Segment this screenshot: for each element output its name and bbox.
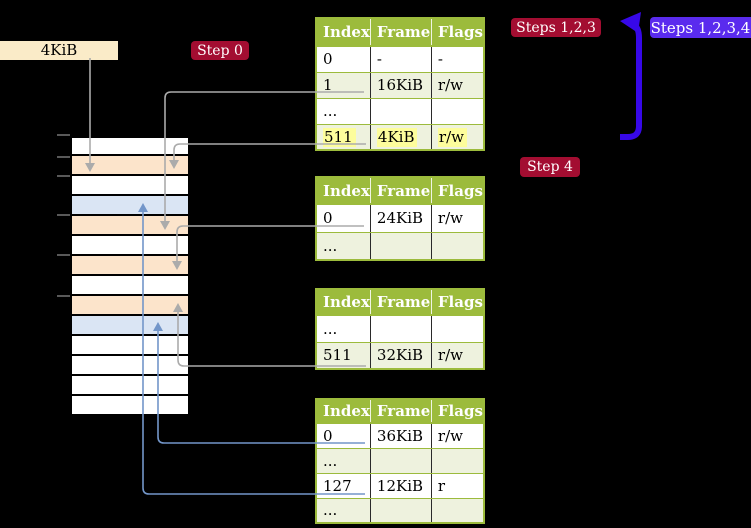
table-cell bbox=[431, 315, 484, 343]
table-row: ... bbox=[316, 315, 484, 343]
table-row: 511 4KiB r/w bbox=[316, 124, 484, 151]
column-header: Frame bbox=[370, 177, 432, 205]
table-cell: 16KiB bbox=[370, 72, 432, 99]
table-cell bbox=[431, 232, 484, 261]
table-row: 0-- bbox=[316, 46, 484, 73]
arrowhead-icon bbox=[620, 12, 641, 33]
table-cell bbox=[370, 98, 432, 125]
column-header: Frame bbox=[370, 399, 432, 424]
table-cell: r/w bbox=[431, 423, 484, 449]
table-cell: - bbox=[431, 46, 484, 73]
table-cell: r/w bbox=[431, 204, 484, 233]
column-header: Index bbox=[316, 177, 371, 205]
table-cell bbox=[370, 498, 432, 524]
table-row: ... bbox=[316, 98, 484, 125]
table-cell: 0 bbox=[316, 46, 371, 73]
table-cell: ... bbox=[316, 448, 371, 474]
table-cell: ... bbox=[316, 232, 371, 261]
table-cell: 4KiB bbox=[370, 124, 432, 151]
memory-frame-row bbox=[70, 196, 190, 216]
step-0-badge: Step 0 bbox=[191, 41, 249, 60]
table-cell: r/w bbox=[431, 72, 484, 99]
table-cell: 0 bbox=[316, 204, 371, 233]
column-header: Frame bbox=[370, 289, 432, 316]
table-cell bbox=[431, 498, 484, 524]
memory-frame-row bbox=[70, 256, 190, 276]
memory-frame-row bbox=[70, 336, 190, 356]
table-cell: ... bbox=[316, 315, 371, 343]
memory-frame-row bbox=[70, 356, 190, 376]
memory-frame-row bbox=[70, 396, 190, 416]
table-cell: 127 bbox=[316, 473, 371, 499]
table-cell: r bbox=[431, 473, 484, 499]
highlighted-value: 4KiB bbox=[376, 127, 418, 147]
table-cell: - bbox=[370, 46, 432, 73]
memory-frame-row bbox=[70, 376, 190, 396]
table-cell bbox=[431, 98, 484, 125]
table-cell: 24KiB bbox=[370, 204, 432, 233]
table-row: ... bbox=[316, 448, 484, 474]
table-cell: 511 bbox=[316, 342, 371, 370]
column-header: Index bbox=[316, 289, 371, 316]
steps-123-badge: Steps 1,2,3 bbox=[511, 18, 601, 37]
table-cell: 32KiB bbox=[370, 342, 432, 370]
table-row: ... bbox=[316, 232, 484, 261]
column-header: Flags bbox=[431, 18, 484, 47]
step-4-badge: Step 4 bbox=[520, 157, 580, 177]
size-label-4kib: 4KiB bbox=[0, 41, 118, 60]
memory-frame-row bbox=[70, 136, 190, 156]
table-cell: 1 bbox=[316, 72, 371, 99]
column-header: Index bbox=[316, 399, 371, 424]
memory-frame-row bbox=[70, 276, 190, 296]
table-cell bbox=[431, 448, 484, 474]
memory-frame-row bbox=[70, 216, 190, 236]
table-cell: r/w bbox=[431, 124, 484, 151]
memory-frame-row bbox=[70, 316, 190, 336]
table-cell: r/w bbox=[431, 342, 484, 370]
highlighted-value: r/w bbox=[437, 127, 467, 147]
memory-frame-row bbox=[70, 236, 190, 256]
table-row: ... bbox=[316, 498, 484, 524]
table-cell: ... bbox=[316, 498, 371, 524]
table-cell: ... bbox=[316, 98, 371, 125]
memory-frame-row bbox=[70, 176, 190, 196]
table-cell: 0 bbox=[316, 423, 371, 449]
table-cell: 36KiB bbox=[370, 423, 432, 449]
table-cell: 511 bbox=[316, 124, 371, 151]
column-header: Flags bbox=[431, 177, 484, 205]
memory-frame-row bbox=[70, 296, 190, 316]
column-header: Flags bbox=[431, 399, 484, 424]
column-header: Index bbox=[316, 18, 371, 47]
table-cell bbox=[370, 448, 432, 474]
table-cell bbox=[370, 315, 432, 343]
table-cell bbox=[370, 232, 432, 261]
loop-arrow-icon bbox=[620, 12, 642, 140]
column-header: Frame bbox=[370, 18, 432, 47]
highlighted-value: 511 bbox=[323, 127, 356, 147]
table-cell: 12KiB bbox=[370, 473, 432, 499]
steps-1234-badge: Steps 1,2,3,4 bbox=[650, 17, 751, 38]
memory-frame-row bbox=[70, 156, 190, 176]
column-header: Flags bbox=[431, 289, 484, 316]
